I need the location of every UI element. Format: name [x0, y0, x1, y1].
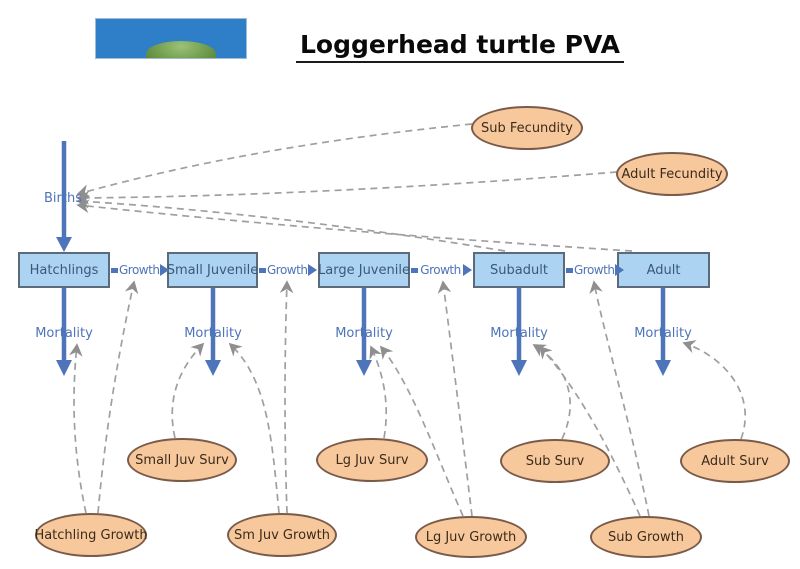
converter-small-juv-surv[interactable]: Small Juv Surv [127, 438, 237, 482]
flow-stub [566, 267, 573, 273]
turtle-shell-image [146, 41, 216, 58]
flow-arrowhead-icon [308, 264, 318, 276]
stock-small-juvenile[interactable]: Small Juvenile [167, 252, 258, 288]
growth-valve-4[interactable]: Growth [566, 261, 625, 279]
connector-sub-surv-mortality4[interactable] [532, 344, 571, 440]
connector-adult-surv-mortality5[interactable] [682, 340, 747, 440]
growth-label-4: Growth [574, 263, 615, 277]
connector-small-juv-surv-mortality2[interactable] [171, 342, 205, 439]
converter-sm-juv-growth[interactable]: Sm Juv Growth [227, 513, 337, 557]
connector-sm-juv-growth-mortality2[interactable] [228, 342, 280, 514]
connector-sub-growth-mortality4[interactable] [538, 345, 641, 517]
mortality-label-large-juvenile[interactable]: Mortality [335, 326, 393, 341]
stock-adult[interactable]: Adult [617, 252, 710, 288]
mortality-flow-arrow-subadult[interactable] [511, 288, 527, 376]
growth-valve-2[interactable]: Growth [259, 261, 318, 279]
converter-adult-surv[interactable]: Adult Surv [680, 439, 790, 483]
connector-adult-fecundity-births[interactable] [76, 171, 618, 205]
mortality-label-hatchlings[interactable]: Mortality [35, 326, 93, 341]
flow-stub [259, 267, 266, 273]
mortality-flow-arrow-adult[interactable] [655, 288, 671, 376]
connector-sub-fecundity-births[interactable] [76, 123, 473, 198]
mortality-label-subadult[interactable]: Mortality [490, 326, 548, 341]
growth-label-3: Growth [420, 263, 461, 277]
mortality-flow-arrow-hatchlings[interactable] [56, 288, 72, 376]
connector-hatchling-growth-growth1[interactable] [97, 280, 139, 514]
converter-lg-juv-surv[interactable]: Lg Juv Surv [316, 438, 428, 482]
connector-hatchling-growth-mortality1[interactable] [69, 343, 87, 514]
mortality-flow-arrow-small-juvenile[interactable] [205, 288, 221, 376]
connector-lg-juv-surv-mortality3[interactable] [369, 345, 388, 439]
connector-subadult-births[interactable] [76, 194, 506, 252]
stock-hatchlings[interactable]: Hatchlings [18, 252, 110, 288]
converter-lg-juv-growth[interactable]: Lg Juv Growth [415, 516, 527, 558]
flow-stub [411, 267, 418, 273]
flow-arrowhead-icon [463, 264, 472, 276]
flow-arrowhead-icon [615, 264, 625, 276]
growth-label-1: Growth [119, 263, 160, 277]
mortality-flow-arrow-large-juvenile[interactable] [356, 288, 372, 376]
connector-sub-growth-growth4[interactable] [589, 280, 650, 517]
stock-subadult[interactable]: Subadult [473, 252, 565, 288]
converter-sub-growth[interactable]: Sub Growth [590, 516, 702, 558]
connector-lg-juv-growth-growth3[interactable] [437, 280, 473, 517]
births-flow-arrow[interactable] [56, 141, 72, 252]
births-flow-label[interactable]: Births [44, 191, 82, 206]
stock-large-juvenile[interactable]: Large Juvenile [318, 252, 410, 288]
turtle-photo [95, 18, 247, 59]
flow-arrowhead-icon [160, 264, 170, 276]
connector-lg-juv-growth-mortality3[interactable] [379, 345, 464, 517]
converter-adult-fecundity[interactable]: Adult Fecundity [616, 152, 728, 196]
connector-sm-juv-growth-growth2[interactable] [279, 280, 294, 514]
growth-valve-1[interactable]: Growth [111, 261, 170, 279]
converter-hatchling-growth[interactable]: Hatchling Growth [34, 513, 148, 557]
growth-valve-3[interactable]: Growth [411, 261, 472, 279]
influence-connectors [69, 123, 747, 517]
growth-label-2: Growth [267, 263, 308, 277]
flow-stub [111, 267, 118, 273]
converter-sub-surv[interactable]: Sub Surv [500, 439, 610, 483]
converter-sub-fecundity[interactable]: Sub Fecundity [471, 106, 583, 150]
mortality-label-adult[interactable]: Mortality [634, 326, 692, 341]
page-title: Loggerhead turtle PVA [296, 30, 624, 63]
mortality-label-small-juvenile[interactable]: Mortality [184, 326, 242, 341]
connector-adult-births[interactable] [76, 199, 633, 252]
